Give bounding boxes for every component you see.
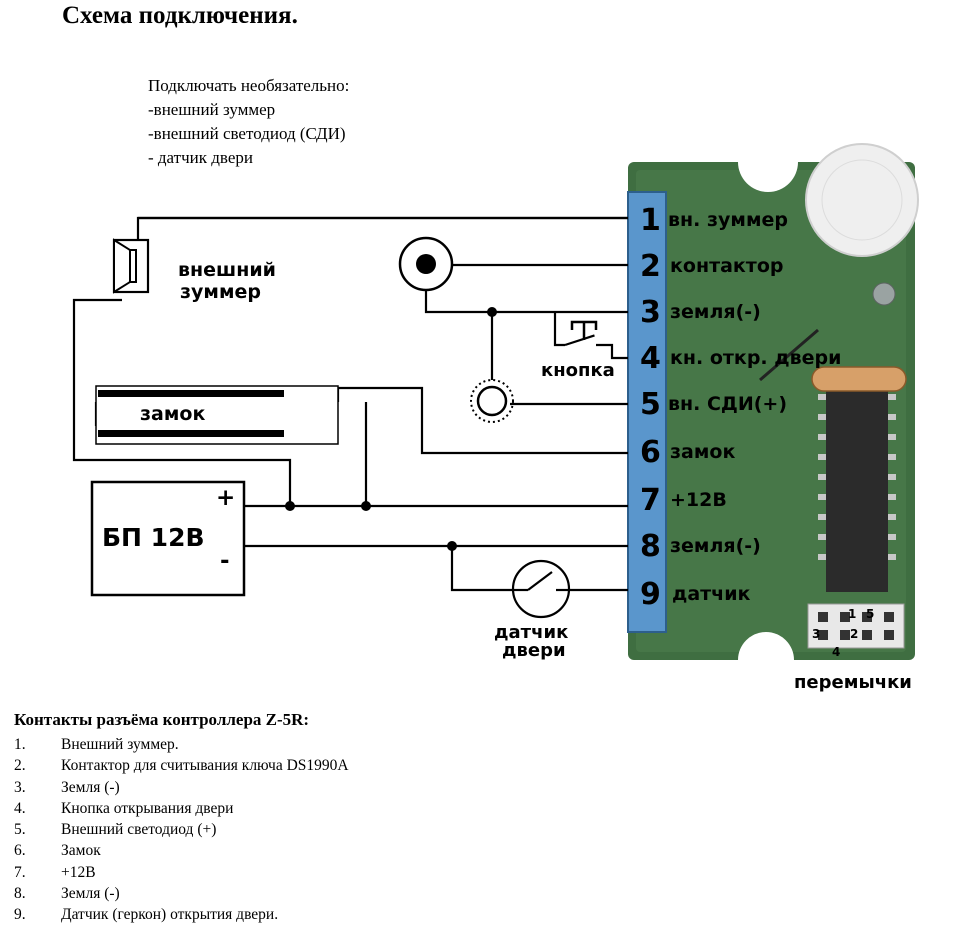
terminal-label: вн. зуммер [668,209,788,231]
optional-note: Подключать необязательно: -внешний зумме… [148,74,349,170]
terminal-num: 6 [640,435,661,470]
optional-item: - датчик двери [148,148,253,167]
psu-minus: - [220,548,230,574]
jumper-num: 4 [832,645,840,659]
controller-board: 1 5 3 2 4 [627,143,919,660]
terminal-block [627,191,667,633]
item-number: 2. [14,757,26,775]
terminal-num: 3 [640,295,661,330]
power-supply: БП 12В + - [90,480,246,597]
buzzer-label: зуммер [180,281,261,303]
list-item: 1. Внешний зуммер. [14,734,349,755]
terminal-label: контактор [670,255,783,277]
jumper-num: 3 [812,627,820,641]
terminal-num: 2 [640,249,661,284]
item-text: Датчик (геркон) открытия двери. [61,906,279,924]
terminal-label: +12В [670,489,727,511]
list-item: 5. Внешний светодиод (+) [14,819,349,840]
lock-label: замок [140,403,205,425]
terminal-label: датчик [672,583,751,605]
external-buzzer: внешний зуммер [112,238,276,303]
wiring-diagram: 1 5 3 2 4 1 вн. зуммер 2 контактор 3 земля(… [72,143,919,693]
item-text: Замок [61,842,101,860]
optional-item: -внешний зуммер [148,100,276,119]
terminal-num: 5 [640,387,661,422]
psu-body [90,480,246,597]
terminal-label: замок [670,441,735,463]
jumpers-label: перемычки [794,672,912,693]
terminal-5: 5 вн. СДИ(+) [640,387,787,422]
sensor-label: двери [502,640,566,661]
item-text: Контактор для считывания ключа DS1990A [61,757,349,775]
item-text: +12В [61,863,96,881]
terminal-labels: 1 вн. зуммер 2 контактор 3 земля(-) 4 кн. от… [640,203,841,612]
sensor-label: датчик [494,622,568,643]
terminal-7: 7 +12В [640,483,727,518]
optional-item: -внешний светодиод (СДИ) [148,124,346,143]
terminal-label: кн. откр. двери [670,347,841,369]
buzzer-label: внешний [178,259,276,281]
psu-label: БП 12В [102,523,205,552]
list-item: 4. Кнопка открывания двери [14,798,349,819]
item-text: Кнопка открывания двери [61,799,234,817]
page-title: Схема подключения. [62,2,298,29]
terminal-num: 9 [640,577,661,612]
push-button-icon [564,320,598,347]
terminal-label: земля(-) [670,535,761,557]
jumper-num: 5 [866,607,874,621]
item-number: 3. [14,778,26,796]
speaker-icon [112,238,150,294]
terminal-num: 1 [640,203,661,238]
item-number: 1. [14,736,26,753]
terminal-9: 9 датчик [640,577,751,612]
external-led-icon [470,379,514,423]
list-item: 3. Земля (-) [14,777,349,798]
onboard-buzzer-icon [805,143,919,257]
list-item: 9. Датчик (геркон) открытия двери. [14,904,349,925]
terminal-8: 8 земля(-) [640,529,761,564]
item-number: 8. [14,885,26,903]
led-component [872,282,896,306]
jumper-num: 2 [850,627,858,641]
list-item: 6. Замок [14,840,349,861]
reed-switch-icon [511,559,571,619]
item-number: 9. [14,906,26,924]
door-button: кнопка [541,320,615,381]
jumper-num: 1 [848,607,856,621]
item-text: Внешний зуммер. [61,736,179,753]
terminal-num: 7 [640,483,661,518]
item-number: 7. [14,863,26,881]
list-item: 2. Контактор для считывания ключа DS1990A [14,755,349,776]
list-item: 7. +12В [14,862,349,883]
terminal-2: 2 контактор [640,249,783,284]
terminal-label: вн. СДИ(+) [668,393,787,415]
terminal-label: земля(-) [670,301,761,323]
contactor-reader-icon [398,236,454,292]
item-number: 4. [14,799,26,817]
contacts-title: Контакты разъёма контроллера Z-5R: [14,710,310,729]
wires [72,216,628,592]
ic-chip-icon [818,384,896,592]
lock: замок [95,385,339,445]
item-text: Земля (-) [61,778,120,796]
item-number: 5. [14,821,26,839]
item-text: Внешний светодиод (+) [61,821,217,839]
terminal-3: 3 земля(-) [640,295,761,330]
terminal-num: 4 [640,341,661,376]
terminal-4: 4 кн. откр. двери [640,341,841,376]
item-text: Земля (-) [61,885,120,903]
capacitor-icon [811,366,907,392]
item-number: 6. [14,842,26,860]
terminal-num: 8 [640,529,661,564]
optional-heading: Подключать необязательно: [148,76,350,95]
door-sensor: датчик двери [494,559,571,661]
button-label: кнопка [541,360,615,381]
terminal-6: 6 замок [640,435,735,470]
terminal-1: 1 вн. зуммер [640,203,788,238]
jumper-block: 1 5 3 2 4 [807,603,905,659]
contacts-list: 1. Внешний зуммер. 2. Контактор для считыв… [14,734,349,926]
psu-plus: + [216,485,235,511]
list-item: 8. Земля (-) [14,883,349,904]
